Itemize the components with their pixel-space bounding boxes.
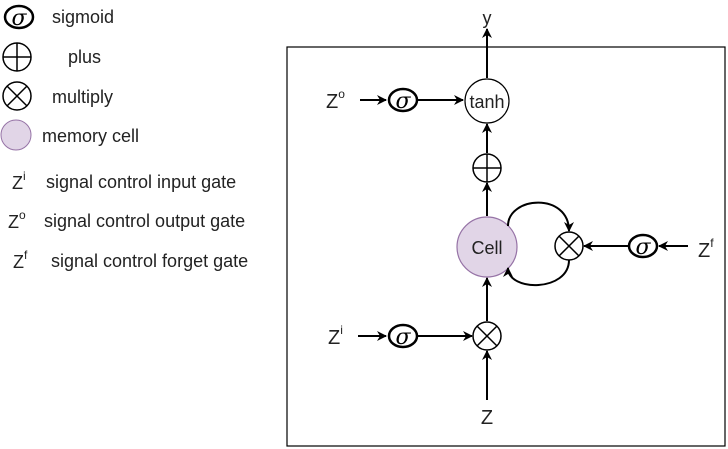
memory-cell-label: memory cell: [42, 126, 139, 146]
sigma-forget-symbol: σ: [635, 235, 651, 260]
memory-cell-icon: [0, 119, 32, 151]
plus-node: [472, 153, 502, 183]
legend-input-gate: Zi signal control input gate: [12, 169, 236, 193]
multiply-label: multiply: [52, 87, 113, 107]
zf-input-label: Zf: [698, 236, 714, 262]
tanh-node: tanh: [464, 78, 510, 124]
arrow-cell-to-forget-multiply: [507, 201, 574, 232]
legend-plus: plus: [2, 42, 101, 72]
tanh-label: tanh: [469, 92, 504, 112]
legend-sigmoid: σ sigmoid: [3, 4, 114, 31]
output-gate-label: signal control output gate: [44, 211, 245, 231]
zo-input-label: Zo: [326, 87, 345, 113]
legend-zf-symbol: Zf: [13, 248, 28, 272]
forget-gate-label: signal control forget gate: [51, 251, 248, 271]
sigma-forget-gate: σ: [627, 233, 659, 260]
zi-input-label: Zi: [328, 323, 343, 349]
input-multiply-node: [472, 321, 502, 351]
legend-forget-gate: Zf signal control forget gate: [13, 248, 248, 272]
z-input-label: Z: [481, 407, 493, 429]
sigmoid-label: sigmoid: [52, 7, 114, 27]
memory-cell-node: Cell: [456, 216, 518, 278]
multiply-icon: [2, 81, 32, 111]
sigma-output-symbol: σ: [395, 89, 411, 114]
forget-multiply-node: [554, 231, 584, 261]
plus-label: plus: [68, 47, 101, 67]
legend: σ sigmoid plus multiply memory cell: [0, 4, 248, 272]
legend-memory-cell: memory cell: [0, 119, 139, 151]
input-gate-label: signal control input gate: [46, 172, 236, 192]
sigmoid-icon: σ: [3, 4, 35, 31]
legend-output-gate: Zo signal control output gate: [8, 208, 245, 232]
output-y-label: y: [483, 8, 492, 28]
sigmoid-icon-symbol: σ: [11, 6, 27, 31]
legend-multiply: multiply: [2, 81, 113, 111]
legend-zo-symbol: Zo: [8, 208, 26, 232]
arrow-forget-multiply-to-cell: [503, 259, 570, 287]
lstm-diagram: y tanh Zo σ Cell: [286, 8, 726, 447]
legend-zi-symbol: Zi: [12, 169, 26, 193]
sigma-input-gate: σ: [387, 323, 419, 350]
sigma-output-gate: σ: [387, 87, 419, 114]
plus-icon: [2, 42, 32, 72]
cell-label: Cell: [471, 238, 502, 258]
diagram-frame: [286, 46, 726, 447]
sigma-input-symbol: σ: [395, 325, 411, 350]
